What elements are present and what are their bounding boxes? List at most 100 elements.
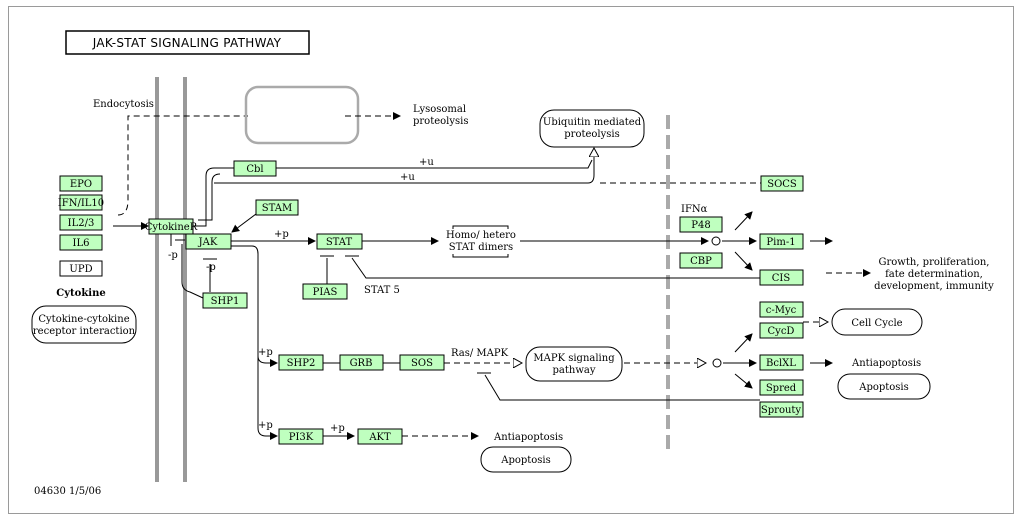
svg-text:Sprouty: Sprouty: [761, 405, 802, 416]
ubiquitin-arrow: [214, 148, 594, 184]
endocytosis-label: Endocytosis: [93, 99, 154, 110]
svg-text:CytokineR: CytokineR: [145, 222, 198, 233]
antiapoptosis-bottom-label: Antiapoptosis: [493, 432, 563, 443]
upd-box[interactable]: UPD: [59, 260, 103, 277]
cbl-ubiquitin-line: [276, 159, 593, 169]
svg-text:IFN/IL10: IFN/IL10: [58, 198, 104, 209]
transcription-node-1: [711, 236, 721, 246]
minus-p-label-1: -p: [168, 250, 178, 261]
gene-sos[interactable]: SOS: [399, 354, 445, 371]
gene-shp1[interactable]: SHP1: [202, 292, 248, 309]
gene-grb[interactable]: GRB: [339, 354, 384, 371]
gene-cis[interactable]: CIS: [759, 269, 804, 286]
gene-cytokiner[interactable]: CytokineR: [145, 218, 198, 235]
plus-p-jak-label: +p: [274, 229, 289, 240]
svg-text:CycD: CycD: [768, 326, 795, 337]
plus-p-pi3k-label: +p: [258, 420, 273, 431]
gene-ifn-il10[interactable]: IFN/IL10: [58, 194, 104, 211]
gene-epo[interactable]: EPO: [59, 175, 103, 192]
svg-text:CBP: CBP: [690, 256, 712, 267]
antiapoptosis-right-label: Antiapoptosis: [851, 358, 921, 369]
footer-id-date: 04630 1/5/06: [34, 486, 101, 497]
gene-cbl[interactable]: Cbl: [233, 160, 277, 177]
title-box: JAK-STAT SIGNALING PATHWAY: [65, 30, 310, 55]
plus-u-label-1: +u: [419, 157, 434, 168]
svg-text:IL2/3: IL2/3: [68, 218, 95, 229]
svg-text:P48: P48: [691, 220, 710, 231]
gene-akt[interactable]: AKT: [357, 428, 403, 445]
jak-shp2-arrow: [231, 245, 278, 367]
gene-il2-3[interactable]: IL2/3: [59, 214, 103, 231]
gene-cycd[interactable]: CycD: [759, 322, 804, 339]
gene-pim1[interactable]: Pim-1: [759, 233, 804, 250]
minus-p-label-2: -p: [206, 262, 216, 273]
svg-text:UPD: UPD: [69, 264, 92, 275]
cytokine-label: Cytokine: [56, 288, 105, 299]
svg-text:JAK: JAK: [198, 237, 218, 248]
gene-sprouty[interactable]: Sprouty: [759, 401, 804, 418]
svg-text:EPO: EPO: [70, 179, 92, 190]
apoptosis-bottom-map[interactable]: [480, 446, 572, 473]
gene-p48[interactable]: P48: [679, 216, 723, 233]
svg-text:SHP1: SHP1: [211, 296, 240, 307]
growth-label-1: Growth, proliferation,: [879, 257, 990, 268]
ubiquitin-label-1: Ubiquitin mediated: [543, 117, 642, 128]
apoptosis-right-label: Apoptosis: [858, 382, 909, 393]
gene-pi3k[interactable]: PI3K: [278, 428, 324, 445]
cytokine-receptor-interaction-map[interactable]: [31, 305, 137, 344]
svg-text:SOCS: SOCS: [767, 179, 797, 190]
mapk-label-1: MAPK signaling: [533, 353, 615, 364]
sprouty-inhibit-line: [484, 374, 760, 401]
lysosomal-label-1: Lysosomal: [413, 104, 466, 115]
gene-cmyc[interactable]: c-Myc: [759, 301, 804, 318]
gene-shp2[interactable]: SHP2: [278, 354, 324, 371]
endocytosis-path: [117, 115, 248, 216]
receptor-cbl-line-2: [198, 173, 221, 221]
node2-spred-arrow: [734, 373, 753, 389]
svg-text:CIS: CIS: [772, 273, 791, 284]
node1-upper-arrow: [734, 211, 753, 231]
jak-pi3k-arrow: [257, 356, 278, 440]
svg-text:Cbl: Cbl: [246, 164, 263, 175]
plus-p-akt-label: +p: [330, 423, 345, 434]
crr-label-1: Cytokine-cytokine: [38, 314, 129, 325]
page-title: JAK-STAT SIGNALING PATHWAY: [92, 36, 282, 50]
mapk-pathway-map[interactable]: [525, 346, 623, 382]
homo-label-1: Homo/ hetero: [446, 230, 516, 241]
gene-cbp[interactable]: CBP: [679, 252, 723, 269]
growth-label-2: fate determination,: [885, 269, 983, 280]
apoptosis-right-map[interactable]: [837, 373, 931, 400]
node2-myc-arrow: [734, 333, 753, 353]
svg-text:STAT: STAT: [326, 237, 353, 248]
svg-text:IL6: IL6: [73, 238, 90, 249]
svg-text:BclXL: BclXL: [766, 358, 796, 369]
gene-il6[interactable]: IL6: [59, 234, 103, 251]
plus-p-shp2-label: +p: [258, 347, 273, 358]
node1-cis-arrow: [734, 251, 753, 271]
cis-stat-line: [351, 257, 760, 279]
cell-cycle-map[interactable]: [831, 308, 923, 336]
ras-mapk-label: Ras/ MAPK: [451, 348, 509, 359]
gene-stam[interactable]: STAM: [255, 199, 299, 216]
mapk-label-2: pathway: [553, 365, 596, 376]
transcription-node-2: [712, 358, 722, 368]
gene-spred[interactable]: Spred: [759, 379, 804, 396]
gene-jak[interactable]: JAK: [185, 233, 232, 250]
gene-stat[interactable]: STAT: [316, 233, 363, 250]
homo-label-2: STAT dimers: [449, 242, 513, 253]
stam-jak-arrow: [231, 213, 257, 233]
gene-bclxl[interactable]: BclXL: [759, 354, 804, 371]
ubiquitin-label-2: proteolysis: [564, 129, 619, 140]
diagram-frame: [8, 6, 1014, 514]
crr-label-2: receptor interaction: [33, 326, 136, 337]
svg-text:c-Myc: c-Myc: [766, 305, 797, 316]
ifna-label: IFNα: [681, 204, 708, 215]
svg-text:AKT: AKT: [368, 432, 391, 443]
gene-socs[interactable]: SOCS: [760, 175, 804, 192]
endosome-outline: [244, 85, 360, 145]
gene-pias[interactable]: PIAS: [302, 283, 348, 300]
shp1-cytokiner-line: [181, 244, 204, 299]
svg-text:Pim-1: Pim-1: [766, 237, 795, 248]
growth-label-3: development, immunity: [874, 281, 994, 292]
